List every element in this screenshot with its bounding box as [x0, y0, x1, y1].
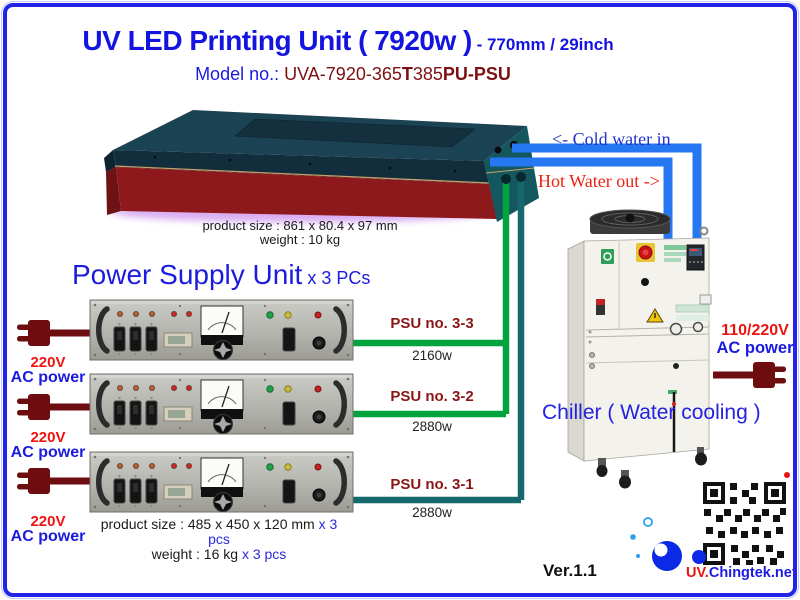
- site-label: UV.Chingtek.net: [686, 565, 797, 581]
- psu-power-plug: [17, 468, 90, 494]
- power-button: [641, 278, 649, 286]
- page-title: UV LED Printing Unit ( 7920w ) - 770mm /…: [0, 25, 696, 57]
- psu-3-2-label: PSU no. 3-2: [390, 388, 474, 405]
- uv-led-head-illustration: [104, 110, 539, 223]
- qr-code: [703, 482, 786, 565]
- psu-1-ac-power: AC power: [10, 369, 86, 386]
- caster-wheel: [596, 465, 608, 477]
- chiller-illustration: [567, 209, 712, 489]
- brand-sticker: [601, 249, 614, 264]
- pressure-gauge: [692, 321, 704, 333]
- psu-power-plug: [17, 320, 90, 346]
- title-suffix: - 770mm / 29inch: [471, 35, 614, 54]
- hot-water-port: [494, 146, 502, 154]
- psu-3-voltage: 220V: [30, 513, 66, 530]
- chingtek-logo: [630, 517, 706, 571]
- psu-power-plug: [17, 394, 90, 420]
- psu-3-3-watt: 2160w: [412, 348, 452, 363]
- psu-3-2-watt: 2880w: [412, 419, 452, 434]
- model-number-line: Model no.: UVA-7920-365T385PU-PSU: [195, 64, 511, 84]
- cold-water-pipe: [512, 143, 702, 242]
- psu-panel-3: [90, 452, 353, 512]
- psu-3-1-watt: 2880w: [412, 505, 452, 520]
- pressure-gauge: [669, 322, 683, 336]
- psu-1-voltage: 220V: [30, 354, 66, 371]
- psu-2-voltage: 220V: [30, 429, 66, 446]
- caster-wheel: [619, 475, 631, 489]
- hot-water-pipe: [490, 157, 673, 240]
- caster-wheel: [695, 452, 707, 466]
- version-label: Ver.1.1: [543, 561, 597, 580]
- psu-3-3-label: PSU no. 3-3: [390, 315, 474, 332]
- hot-water-out-label: Hot Water out ->: [538, 171, 660, 191]
- psu-panel-1: [90, 300, 353, 360]
- psu-3-1-label: PSU no. 3-1: [390, 476, 474, 493]
- chiller-label: Chiller ( Water cooling ): [542, 401, 761, 424]
- led-product-size: product size : 861 x 80.4 x 97 mm weight…: [202, 218, 398, 247]
- chiller-power-plug: [713, 362, 786, 388]
- cold-water-in-label: <- Cold water in: [552, 129, 671, 149]
- fan-hub: [625, 213, 635, 223]
- chiller-voltage: 110/220V: [721, 322, 789, 339]
- green-power-cable: [353, 182, 510, 418]
- led-cable-hole: [501, 174, 511, 184]
- psu-3-ac-power: AC power: [10, 528, 86, 545]
- lifting-eyelet: [699, 226, 709, 236]
- psu-product-size: product size : 485 x 450 x 120 mm x 3 pc…: [100, 516, 338, 562]
- led-cable-hole: [516, 172, 526, 182]
- teal-power-cable: [353, 180, 525, 504]
- psu-2-ac-power: AC power: [10, 444, 86, 461]
- title-main: UV LED Printing Unit ( 7920w ): [82, 25, 472, 56]
- red-dot: [784, 472, 790, 478]
- chiller-ac-power: AC power: [716, 339, 794, 357]
- psu-panel-2: [90, 374, 353, 434]
- psu-section-title: Power Supply Unit x 3 PCs: [72, 259, 371, 290]
- model-label: Model no.:: [195, 64, 285, 84]
